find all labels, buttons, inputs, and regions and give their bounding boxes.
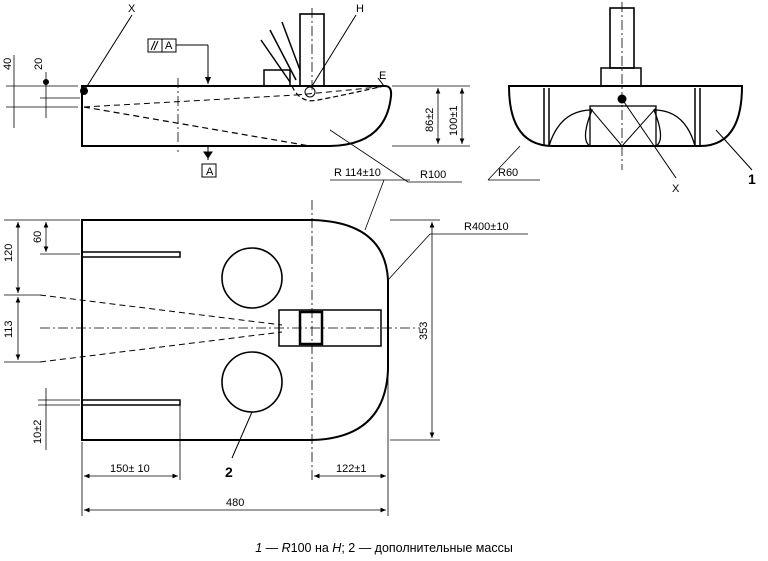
label-dim-353: 353 xyxy=(418,322,430,340)
label-x-side: X xyxy=(672,183,680,195)
label-dim-480: 480 xyxy=(226,497,244,509)
label-r400: R400±10 xyxy=(464,221,509,233)
caption-rest: ; 2 — дополнительные массы xyxy=(341,541,513,555)
label-h: H xyxy=(356,3,364,15)
side-view xyxy=(487,2,753,181)
plan-view xyxy=(4,179,528,516)
caption-n1: 1 xyxy=(255,541,263,555)
label-tolerance-datum: A xyxy=(165,40,173,52)
labels: X H E A A 40 20 86±2 100±1 R100 R 114±10… xyxy=(2,3,756,509)
label-e: E xyxy=(379,70,386,82)
label-2: 2 xyxy=(225,464,233,480)
figure-caption: 1 — R100 на H; 2 — дополнительные массы xyxy=(0,541,768,555)
front-view xyxy=(6,8,470,183)
caption-h: H xyxy=(332,541,342,555)
label-dim-150: 150± 10 xyxy=(110,463,150,475)
label-r114: R 114±10 xyxy=(334,167,381,179)
label-r60: R60 xyxy=(498,167,518,179)
label-dim-10: 10±2 xyxy=(32,420,44,444)
label-dim-40: 40 xyxy=(2,58,14,70)
caption-dash: — xyxy=(262,541,282,555)
label-dim-86: 86±2 xyxy=(424,108,436,132)
label-r100: R100 xyxy=(420,169,446,181)
label-x-front: X xyxy=(128,3,136,15)
label-dim-60: 60 xyxy=(32,231,44,243)
label-dim-122: 122±1 xyxy=(336,463,367,475)
caption-r100: 100 на xyxy=(290,541,333,555)
label-1: 1 xyxy=(748,171,756,187)
caption-r: R xyxy=(281,541,291,555)
label-dim-100: 100±1 xyxy=(448,105,460,136)
label-datum-a: A xyxy=(206,166,214,178)
label-dim-120: 120 xyxy=(3,244,15,262)
label-dim-20: 20 xyxy=(33,58,45,70)
label-dim-113: 113 xyxy=(3,320,15,338)
